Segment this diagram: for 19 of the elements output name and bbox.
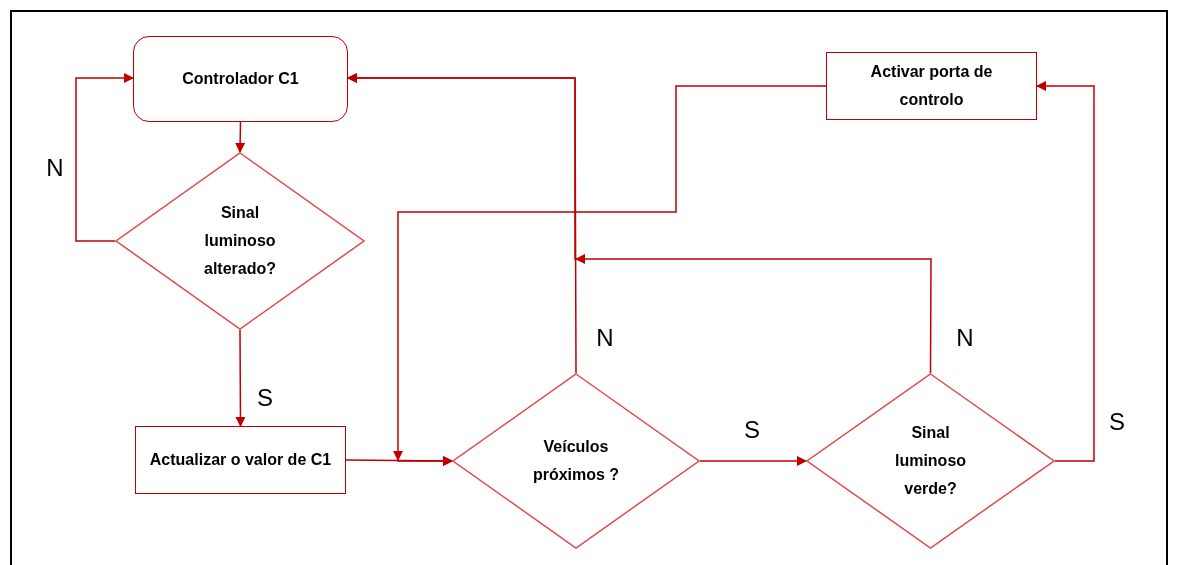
process-box [133,36,348,122]
arrow [393,85,827,466]
decision-text: Veículos próximos ? [531,437,621,485]
decision-diamond [806,373,1055,549]
decision-diamond [115,152,365,330]
process-text: Actualizar o valor de C1 [149,450,332,470]
arrow [75,73,134,242]
arrow [235,121,246,153]
arrow [699,456,807,466]
arrow [1036,81,1095,462]
process-box [135,426,346,494]
process-text: Activar porta de controlo [869,62,994,110]
decision-text: Sinal luminoso verde? [893,423,968,499]
process-text: Controlador C1 [182,69,299,89]
decision-text: Sinal luminoso alterado? [203,203,277,279]
arrow [347,73,932,374]
decision-diamond [452,373,700,549]
process-box [826,52,1037,120]
arrow [235,329,246,427]
